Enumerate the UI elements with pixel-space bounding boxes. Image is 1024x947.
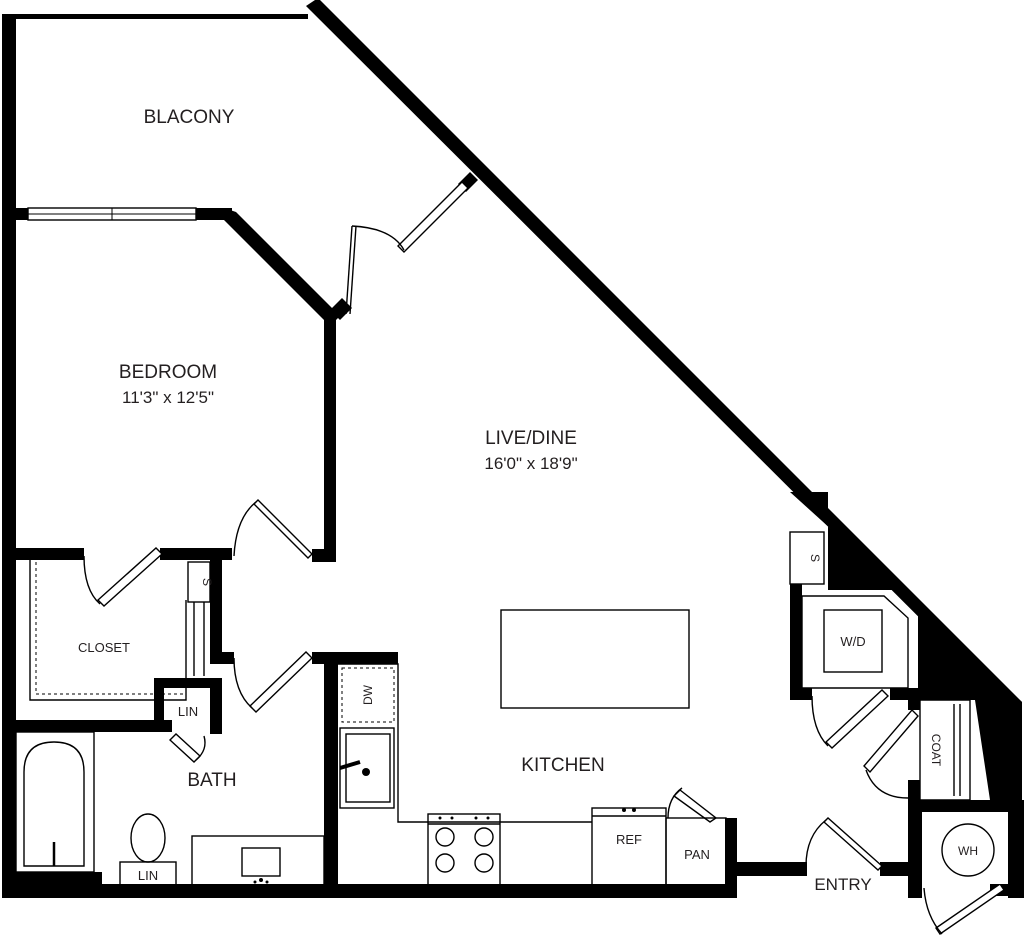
- water-heater-tank: [941, 823, 995, 877]
- bath-linen-label: LIN: [138, 868, 158, 883]
- refrigerator-label: REF: [616, 832, 642, 847]
- coat-label: COAT: [929, 734, 943, 767]
- bedroom-shelf-label: S: [200, 578, 214, 586]
- closet-rod: [29, 560, 211, 701]
- bath-fixtures: [15, 731, 325, 887]
- dishwasher-label: DW: [361, 684, 375, 705]
- washer-dryer-label: W/D: [840, 634, 865, 649]
- kitchen-fixtures: [338, 609, 727, 889]
- water-heater-label: WH: [958, 844, 978, 858]
- bath-label: BATH: [187, 770, 236, 791]
- kitchen-island: [500, 609, 690, 709]
- bedroom-window: [27, 207, 197, 221]
- bedroom-label: BEDROOM: [119, 362, 217, 383]
- coat-closet: [919, 699, 971, 801]
- pantry-label: PAN: [684, 847, 710, 862]
- live-dine-dimensions: 16'0" x 18'9": [484, 454, 577, 473]
- live-dine-label: LIVE/DINE: [485, 428, 577, 449]
- bedroom-dimensions: 11'3" x 12'5": [122, 388, 214, 407]
- washer-dryer-box: [823, 609, 883, 673]
- kitchen-label: KITCHEN: [521, 755, 604, 776]
- entry-label: ENTRY: [814, 875, 871, 894]
- live-shelf-label: S: [808, 554, 822, 562]
- walls: [2, 0, 1024, 898]
- shelf-box: [789, 531, 825, 585]
- doors: [83, 181, 1005, 935]
- hall-linen-label: LIN: [178, 704, 198, 719]
- balcony-label: BLACONY: [144, 107, 235, 128]
- closet-label: CLOSET: [78, 640, 130, 655]
